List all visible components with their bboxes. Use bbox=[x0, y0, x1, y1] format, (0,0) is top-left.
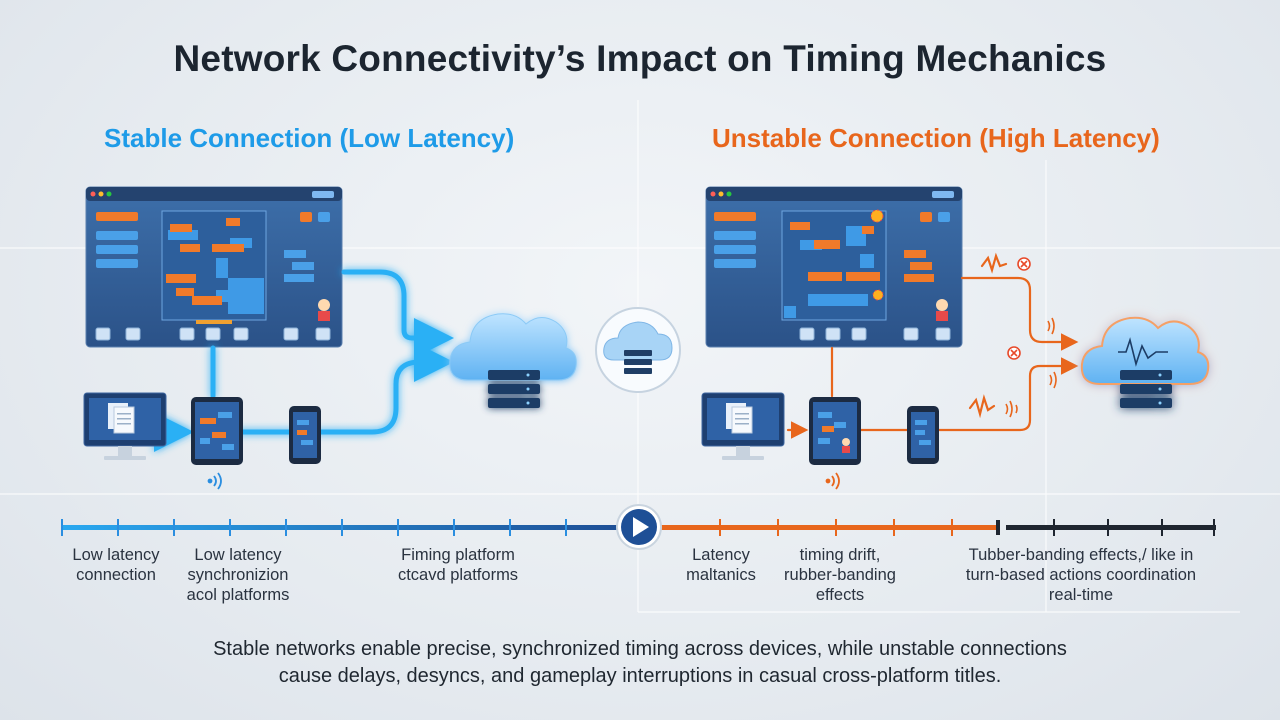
timeline-label-line: effects bbox=[815, 586, 865, 604]
stable-section-title: Stable Connection (Low Latency) bbox=[104, 123, 515, 153]
timeline-label: Fiming platform ctcavd platforms bbox=[380, 545, 536, 585]
timeline-label-line: connection bbox=[76, 566, 156, 584]
unstable-wifi-signal-icon bbox=[825, 472, 840, 490]
caption: Stable networks enable precise, synchron… bbox=[0, 636, 1280, 690]
timeline-label-line: synchronizion bbox=[187, 566, 289, 584]
timeline-label-line: timing drift, bbox=[799, 546, 881, 564]
stable-tablet-icon bbox=[191, 397, 243, 465]
timeline-label: Tubber-banding effects,/ like in turn-ba… bbox=[950, 545, 1212, 605]
unstable-tablet-icon bbox=[809, 397, 861, 465]
unstable-smartphone-icon bbox=[907, 406, 939, 464]
stable-desktop-icon bbox=[83, 392, 167, 460]
timeline-label-line: turn-based actions coordination bbox=[965, 566, 1197, 584]
unstable-cloud-server-icon bbox=[1080, 316, 1210, 408]
timeline-label-line: rubber-banding bbox=[784, 566, 896, 584]
caption-line: Stable networks enable precise, synchron… bbox=[213, 638, 1067, 660]
stable-connection-lines bbox=[154, 269, 454, 452]
timeline-label-line: ctcavd platforms bbox=[397, 566, 519, 584]
timeline-label-line: acol platforms bbox=[186, 586, 290, 604]
timeline-label: Latency maltanics bbox=[676, 545, 766, 585]
stable-wifi-signal-icon bbox=[207, 472, 222, 490]
error-x-icon bbox=[1007, 346, 1021, 360]
unstable-desktop-icon bbox=[701, 392, 785, 460]
stable-smartphone-icon bbox=[289, 406, 321, 464]
timeline-label-line: Latency bbox=[692, 546, 750, 564]
stable-cloud-server-icon bbox=[449, 313, 577, 408]
unstable-game-window bbox=[705, 186, 963, 348]
caption-line: cause delays, desyncs, and gameplay inte… bbox=[278, 665, 1002, 687]
page-title: Network Connectivity’s Impact on Timing … bbox=[173, 38, 1107, 79]
center-cloud-server-icon bbox=[595, 307, 681, 393]
timeline-label: Low latency connection bbox=[52, 545, 180, 585]
timeline-label-line: real-time bbox=[1048, 586, 1114, 604]
unstable-connection-lines bbox=[786, 252, 1079, 439]
timeline-label-line: Fiming platform bbox=[401, 546, 515, 564]
error-x-icon bbox=[1017, 257, 1031, 271]
play-icon bbox=[616, 504, 662, 550]
timeline-label-line: Low latency bbox=[194, 546, 282, 564]
timeline bbox=[61, 519, 1216, 536]
timeline-label: timing drift, rubber-banding effects bbox=[770, 545, 910, 605]
stable-game-window bbox=[85, 186, 343, 348]
timeline-label-line: Tubber-banding effects,/ like in bbox=[968, 546, 1194, 564]
timeline-label: Low latency synchronizion acol platforms bbox=[174, 545, 302, 605]
timeline-label-line: Low latency bbox=[72, 546, 160, 564]
unstable-signal-icons bbox=[1005, 317, 1057, 418]
timeline-label-line: maltanics bbox=[686, 566, 756, 584]
unstable-section-title: Unstable Connection (High Latency) bbox=[712, 123, 1160, 153]
